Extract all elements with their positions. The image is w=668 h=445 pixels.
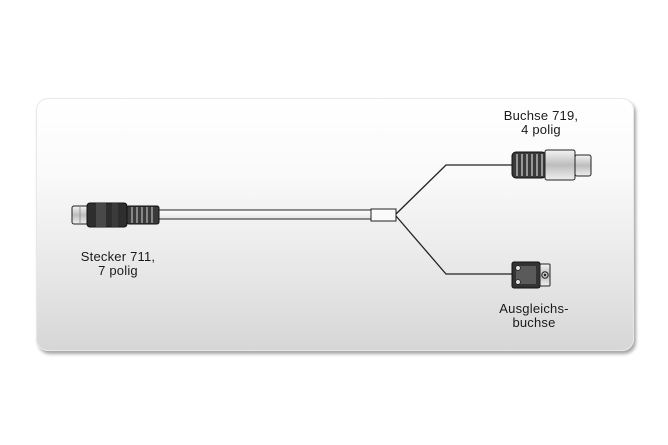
socket-719-connector (511, 149, 592, 181)
socket-719-label-line1: Buchse 719, (503, 108, 579, 123)
compensation-socket-label-line2: buchse (512, 315, 556, 330)
compensation-socket-label-line1: Ausgleichs- (499, 301, 569, 316)
compensation-socket-connector (511, 261, 551, 289)
main-cable (157, 209, 373, 220)
splitter-sleeve (370, 208, 397, 222)
socket-719-label: Buchse 719, 4 polig (496, 109, 586, 137)
branch-lines (395, 164, 512, 275)
plug-711-label-line2: 7 polig (98, 263, 138, 278)
compensation-socket-label: Ausgleichs- buchse (484, 302, 584, 330)
plug-711-label: Stecker 711, 7 polig (68, 250, 168, 278)
plug-711-label-line1: Stecker 711, (80, 249, 156, 264)
plug-711-connector (71, 202, 160, 228)
socket-719-label-line2: 4 polig (521, 122, 561, 137)
